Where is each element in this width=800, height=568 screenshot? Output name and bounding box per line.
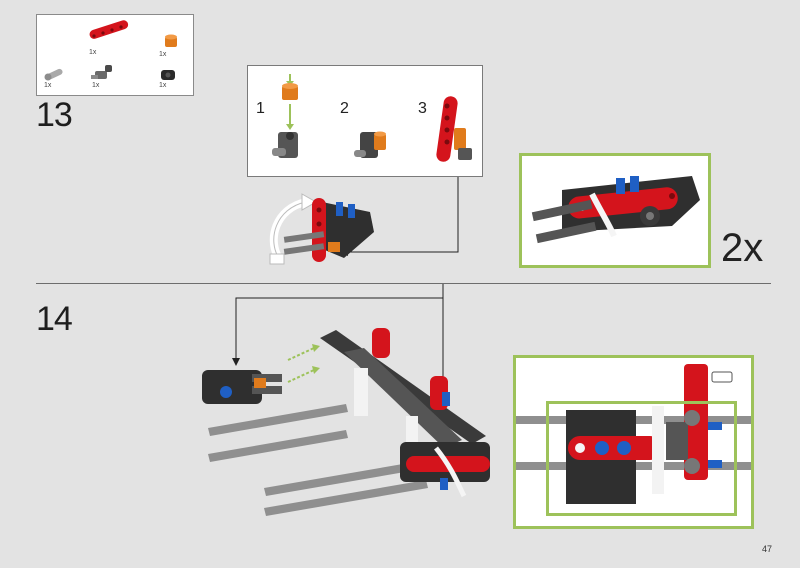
multiplier-label: 2x — [721, 226, 764, 270]
step14-assembly — [202, 328, 490, 516]
grey-axles — [208, 404, 428, 516]
part-qty: 1x — [159, 51, 167, 58]
grey-pin-icon — [44, 68, 63, 81]
substep-3-art — [436, 96, 472, 162]
step-number-14: 14 — [36, 300, 73, 338]
detail-callout-art — [516, 364, 751, 504]
rotate-arrow-icon — [269, 193, 318, 265]
callout-2x-box — [519, 153, 711, 268]
part-qty: 1x — [44, 82, 52, 89]
detail-callout-inner — [546, 401, 737, 516]
parts-list-step-13: 1x 1x 1x 1x 1x — [36, 14, 194, 96]
step-divider — [36, 283, 771, 284]
black-connector-icon — [161, 70, 175, 80]
part-qty: 1x — [159, 82, 167, 89]
subassembly-box: 1 2 3 — [247, 65, 483, 177]
substep-number: 1 — [256, 100, 265, 117]
substep-number: 3 — [418, 100, 427, 117]
substep-1-art — [272, 74, 298, 158]
left-subassembly — [202, 344, 320, 404]
red-liftarm-icon — [89, 20, 129, 39]
detail-callout-outer — [513, 355, 754, 529]
substep-art — [272, 74, 472, 162]
step13-assembly — [269, 193, 374, 265]
substep-number: 2 — [340, 100, 349, 117]
callout-2x-art — [531, 176, 700, 244]
part-qty: 1x — [89, 49, 97, 56]
substep-2-art — [354, 131, 386, 158]
step-number-13: 13 — [36, 96, 73, 134]
page-number: 47 — [762, 544, 773, 554]
orange-connector-icon — [165, 34, 177, 47]
dark-connector-icon — [91, 65, 112, 79]
parts-list-art — [44, 20, 177, 81]
part-qty: 1x — [92, 82, 100, 89]
